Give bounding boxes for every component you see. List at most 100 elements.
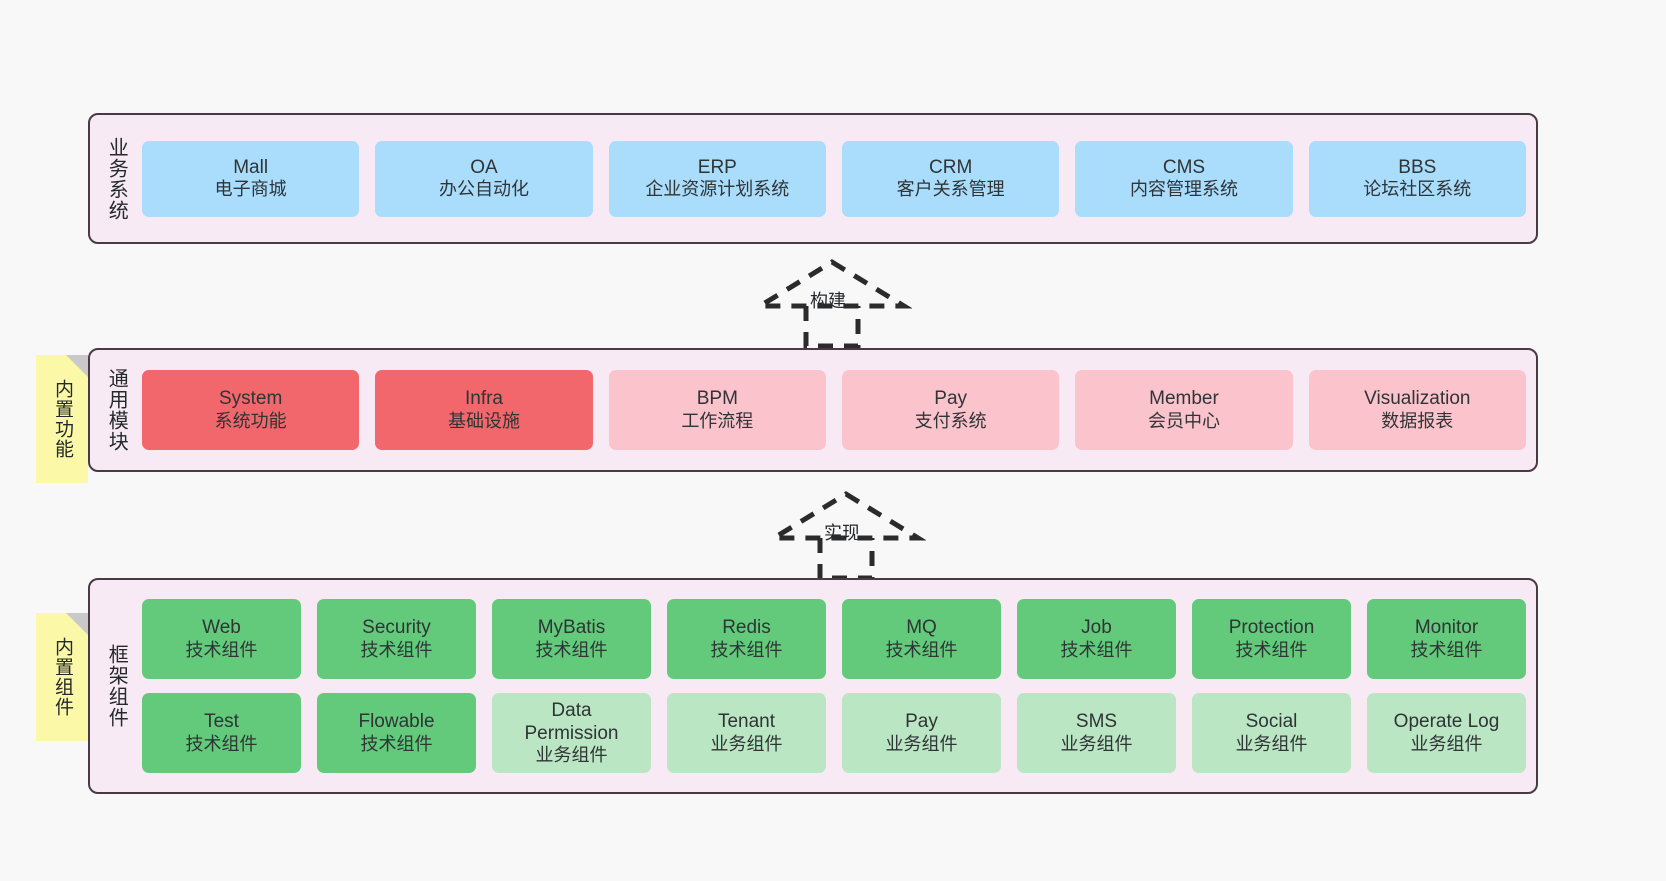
card-subtitle: 业务组件 (535, 745, 608, 766)
card-title: CRM (929, 156, 973, 178)
card-subtitle: 办公自动化 (438, 179, 529, 200)
card-subtitle: 技术组件 (710, 639, 783, 660)
card-title: Redis (722, 617, 771, 639)
generalization-arrow-icon (751, 259, 913, 349)
card-cms[interactable]: CMS 内容管理系统 (1075, 140, 1293, 217)
card-subtitle: 技术组件 (1235, 639, 1308, 660)
card-title: Test (204, 711, 239, 733)
card-infra[interactable]: Infra 基础设施 (375, 370, 593, 450)
layer-title-business-systems: 业务系统 (105, 136, 128, 221)
card-bpm[interactable]: BPM 工作流程 (608, 370, 826, 450)
card-title: Tenant (717, 711, 776, 733)
card-web[interactable]: Web 技术组件 (142, 599, 301, 679)
card-subtitle: 技术组件 (360, 733, 433, 754)
card-mall[interactable]: Mall 电子商城 (142, 140, 360, 217)
note-builtin-components: 内置组件 (36, 613, 88, 741)
card-subtitle: 内容管理系统 (1129, 179, 1238, 200)
card-subtitle: 技术组件 (1060, 639, 1133, 660)
card-title: Mall (233, 156, 269, 178)
card-title: Pay (905, 711, 938, 733)
layer-common-modules: 通用模块 System 系统功能 Infra 基础设施 BPM 工作流程 Pay… (88, 348, 1538, 472)
card-title: Data Permission (524, 699, 619, 745)
card-pay-component[interactable]: Pay 业务组件 (842, 693, 1001, 773)
card-title: System (218, 388, 283, 410)
card-subtitle: 论坛社区系统 (1363, 179, 1472, 200)
card-subtitle: 技术组件 (185, 639, 258, 660)
card-row: Test 技术组件 Flowable 技术组件 Data Permission … (142, 693, 1526, 773)
layer-business-systems: 业务系统 Mall 电子商城 OA 办公自动化 ERP 企业资源计划系统 CRM… (88, 113, 1538, 244)
note-text: 内置功能 (52, 379, 74, 459)
card-subtitle: 技术组件 (1410, 639, 1483, 660)
card-title: Member (1149, 388, 1219, 410)
card-row: System 系统功能 Infra 基础设施 BPM 工作流程 Pay 支付系统… (142, 370, 1526, 450)
folded-corner-icon (66, 355, 88, 377)
card-title: CMS (1162, 156, 1206, 178)
card-title: Pay (934, 388, 968, 410)
card-row: Mall 电子商城 OA 办公自动化 ERP 企业资源计划系统 CRM 客户关系… (142, 140, 1526, 217)
card-subtitle: 业务组件 (1235, 733, 1308, 754)
connector-implement: 实现 (765, 488, 927, 581)
card-monitor[interactable]: Monitor 技术组件 (1367, 599, 1526, 679)
card-subtitle: 会员中心 (1147, 410, 1220, 431)
card-protection[interactable]: Protection 技术组件 (1192, 599, 1351, 679)
card-crm[interactable]: CRM 客户关系管理 (841, 140, 1060, 217)
card-subtitle: 技术组件 (885, 639, 958, 660)
layer-title-common-modules: 通用模块 (105, 368, 128, 452)
card-subtitle: 技术组件 (360, 639, 433, 660)
card-system[interactable]: System 系统功能 (142, 370, 360, 450)
card-oa[interactable]: OA 办公自动化 (375, 140, 593, 217)
card-subtitle: 业务组件 (885, 733, 958, 754)
card-mq[interactable]: MQ 技术组件 (842, 599, 1001, 679)
card-data-permission[interactable]: Data Permission 业务组件 (492, 693, 651, 773)
card-subtitle: 业务组件 (1060, 733, 1133, 754)
layer-body-framework-components: Web 技术组件 Security 技术组件 MyBatis 技术组件 Redi… (142, 580, 1536, 792)
card-visualization[interactable]: Visualization 数据报表 (1308, 370, 1526, 450)
card-social[interactable]: Social 业务组件 (1192, 693, 1351, 773)
card-title: Security (362, 617, 431, 639)
card-sms[interactable]: SMS 业务组件 (1017, 693, 1176, 773)
folded-corner-icon (66, 613, 88, 635)
card-mybatis[interactable]: MyBatis 技术组件 (492, 599, 651, 679)
card-title: Operate Log (1393, 711, 1500, 733)
card-title: SMS (1075, 711, 1118, 733)
layer-body-common-modules: System 系统功能 Infra 基础设施 BPM 工作流程 Pay 支付系统… (142, 350, 1536, 470)
card-title: Monitor (1414, 617, 1479, 639)
card-erp[interactable]: ERP 企业资源计划系统 (608, 140, 826, 217)
card-row: Web 技术组件 Security 技术组件 MyBatis 技术组件 Redi… (142, 599, 1526, 679)
layer-framework-components: 框架组件 Web 技术组件 Security 技术组件 MyBatis 技术组件… (88, 578, 1538, 794)
card-title: ERP (697, 156, 737, 178)
card-subtitle: 系统功能 (214, 410, 287, 431)
card-title: BBS (1398, 156, 1437, 178)
card-subtitle: 技术组件 (535, 639, 608, 660)
layer-title-framework-components: 框架组件 (105, 644, 128, 728)
card-title: Job (1081, 617, 1112, 639)
card-title: BPM (696, 388, 738, 410)
card-title: OA (470, 156, 498, 178)
card-bbs[interactable]: BBS 论坛社区系统 (1308, 140, 1526, 217)
card-operate-log[interactable]: Operate Log 业务组件 (1367, 693, 1526, 773)
card-pay-module[interactable]: Pay 支付系统 (841, 370, 1060, 450)
card-subtitle: 业务组件 (710, 733, 783, 754)
card-subtitle: 技术组件 (185, 733, 258, 754)
note-text: 内置组件 (52, 637, 74, 717)
connector-build-label: 构建 (810, 291, 846, 311)
card-redis[interactable]: Redis 技术组件 (667, 599, 826, 679)
card-test[interactable]: Test 技术组件 (142, 693, 301, 773)
card-subtitle: 客户关系管理 (896, 179, 1005, 200)
card-subtitle: 电子商城 (214, 179, 287, 200)
card-title: MQ (906, 617, 937, 639)
card-title: MyBatis (537, 617, 606, 639)
card-subtitle: 支付系统 (914, 410, 987, 431)
card-security[interactable]: Security 技术组件 (317, 599, 476, 679)
card-title: Web (202, 617, 241, 639)
connector-build: 构建 (751, 256, 913, 349)
card-job[interactable]: Job 技术组件 (1017, 599, 1176, 679)
card-member[interactable]: Member 会员中心 (1075, 370, 1293, 450)
layer-body-business-systems: Mall 电子商城 OA 办公自动化 ERP 企业资源计划系统 CRM 客户关系… (142, 115, 1536, 242)
card-flowable[interactable]: Flowable 技术组件 (317, 693, 476, 773)
card-tenant[interactable]: Tenant 业务组件 (667, 693, 826, 773)
card-subtitle: 基础设施 (447, 410, 520, 431)
card-subtitle: 业务组件 (1410, 733, 1483, 754)
card-title: Flowable (358, 711, 435, 733)
card-subtitle: 工作流程 (681, 410, 754, 431)
